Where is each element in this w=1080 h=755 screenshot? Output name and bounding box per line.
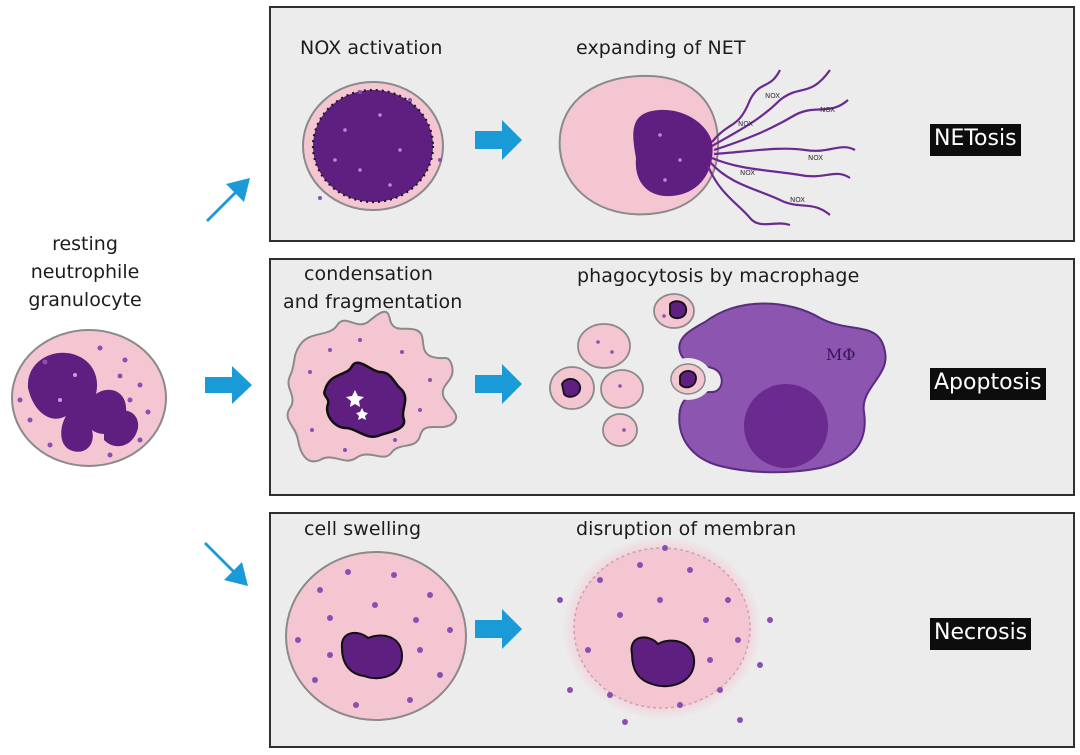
condensation-cell	[286, 310, 458, 463]
disrupted-cell	[557, 536, 773, 725]
phagocytosis-label: phagocytosis by macrophage	[577, 265, 860, 287]
apoptosis-tag: Apoptosis	[930, 368, 1046, 400]
macrophage-label: MΦ	[826, 345, 856, 364]
expanding-net-label: expanding of NET	[576, 37, 746, 59]
svg-text:NOX: NOX	[808, 154, 823, 162]
disruption-label: disruption of membran	[576, 518, 797, 540]
arrow-apoptosis-step	[475, 364, 522, 404]
svg-text:NOX: NOX	[790, 196, 805, 204]
resting-neutrophil-label: resting neutrophile granulocyte	[28, 233, 142, 311]
condensation-label-line1: condensation	[304, 263, 434, 285]
arrow-to-apoptosis	[205, 366, 252, 404]
expanding-net-cell: NOX NOX NOX NOX NOX NOX	[558, 69, 856, 227]
macrophage: MΦ	[664, 302, 887, 474]
svg-text:NOX: NOX	[765, 92, 780, 100]
arrow-to-necrosis	[204, 542, 248, 586]
svg-text:NOX: NOX	[738, 120, 753, 128]
swelling-cell	[285, 551, 467, 721]
arrow-necrosis-step	[475, 609, 522, 649]
svg-text:NOX: NOX	[740, 169, 755, 177]
necrosis-tag: Necrosis	[930, 618, 1032, 650]
netosis-tag: NETosis	[930, 124, 1021, 156]
cell-swelling-label: cell swelling	[304, 518, 422, 540]
svg-text:NOX: NOX	[820, 106, 835, 114]
net-nox-labels: NOX NOX NOX NOX NOX NOX	[738, 92, 835, 204]
apoptotic-bodies	[549, 293, 695, 447]
nox-activation-cell	[302, 81, 444, 211]
arrow-netosis-step	[475, 120, 522, 160]
resting-neutrophil-cell	[11, 329, 167, 467]
condensation-label-line2: and fragmentation	[283, 291, 463, 313]
arrow-to-netosis	[206, 178, 250, 222]
nox-activation-label: NOX activation	[300, 37, 443, 59]
